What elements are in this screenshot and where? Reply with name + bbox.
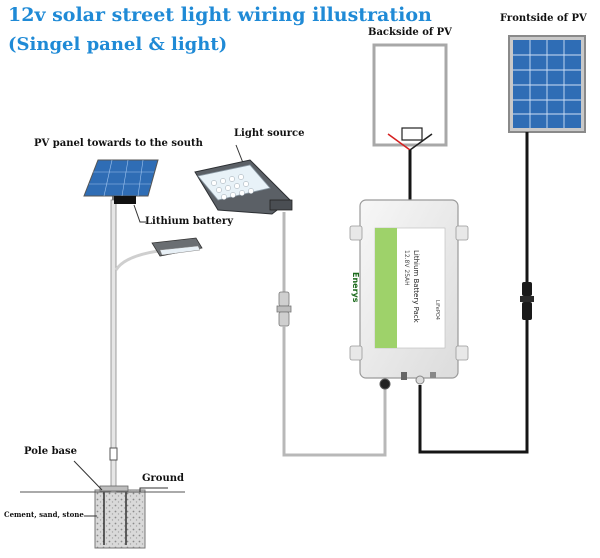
pole-door [109,447,118,461]
pv-backside [372,43,448,151]
label-ground: Ground [142,473,185,484]
pole-lamp [151,237,203,257]
label-cement: Cement, sand, stone [4,510,84,519]
lithium-battery-box [349,199,469,390]
lamp-connector [276,291,292,327]
junction-box [401,127,423,141]
label-pv-south: PV panel towards to the south [34,138,203,149]
street-light-pole [20,159,203,549]
ground-leader [139,487,168,492]
pole-battery [114,196,136,204]
title-line-2: (Singel panel & light) [8,34,228,55]
light-source-lamp [194,159,293,215]
label-light-source: Light source [234,128,305,139]
pv-connector [520,282,534,320]
pv-frontside [508,35,586,133]
pole-base-leader [73,460,103,491]
box-brand: Enerys [351,272,360,303]
box-line-1: Lithium Battery Pack [412,250,420,323]
box-line-2: 12.8V 25AH [403,250,410,286]
box-label-green [375,228,397,348]
pv-return-cable [418,320,529,454]
battery-leader [133,204,146,223]
label-backside-pv: Backside of PV [368,27,452,38]
lamp-arm [114,248,166,271]
label-pole-base: Pole base [24,446,78,457]
lamp-cable-lower [282,326,387,457]
foundation-block [94,489,146,549]
label-frontside-pv: Frontside of PV [500,13,587,24]
title-line-1: 12v solar street light wiring illustrati… [8,4,432,26]
pole-solar-panel [83,159,159,197]
box-line-3: LiFePO4 [434,300,440,320]
label-lithium-battery: Lithium battery [145,216,234,227]
